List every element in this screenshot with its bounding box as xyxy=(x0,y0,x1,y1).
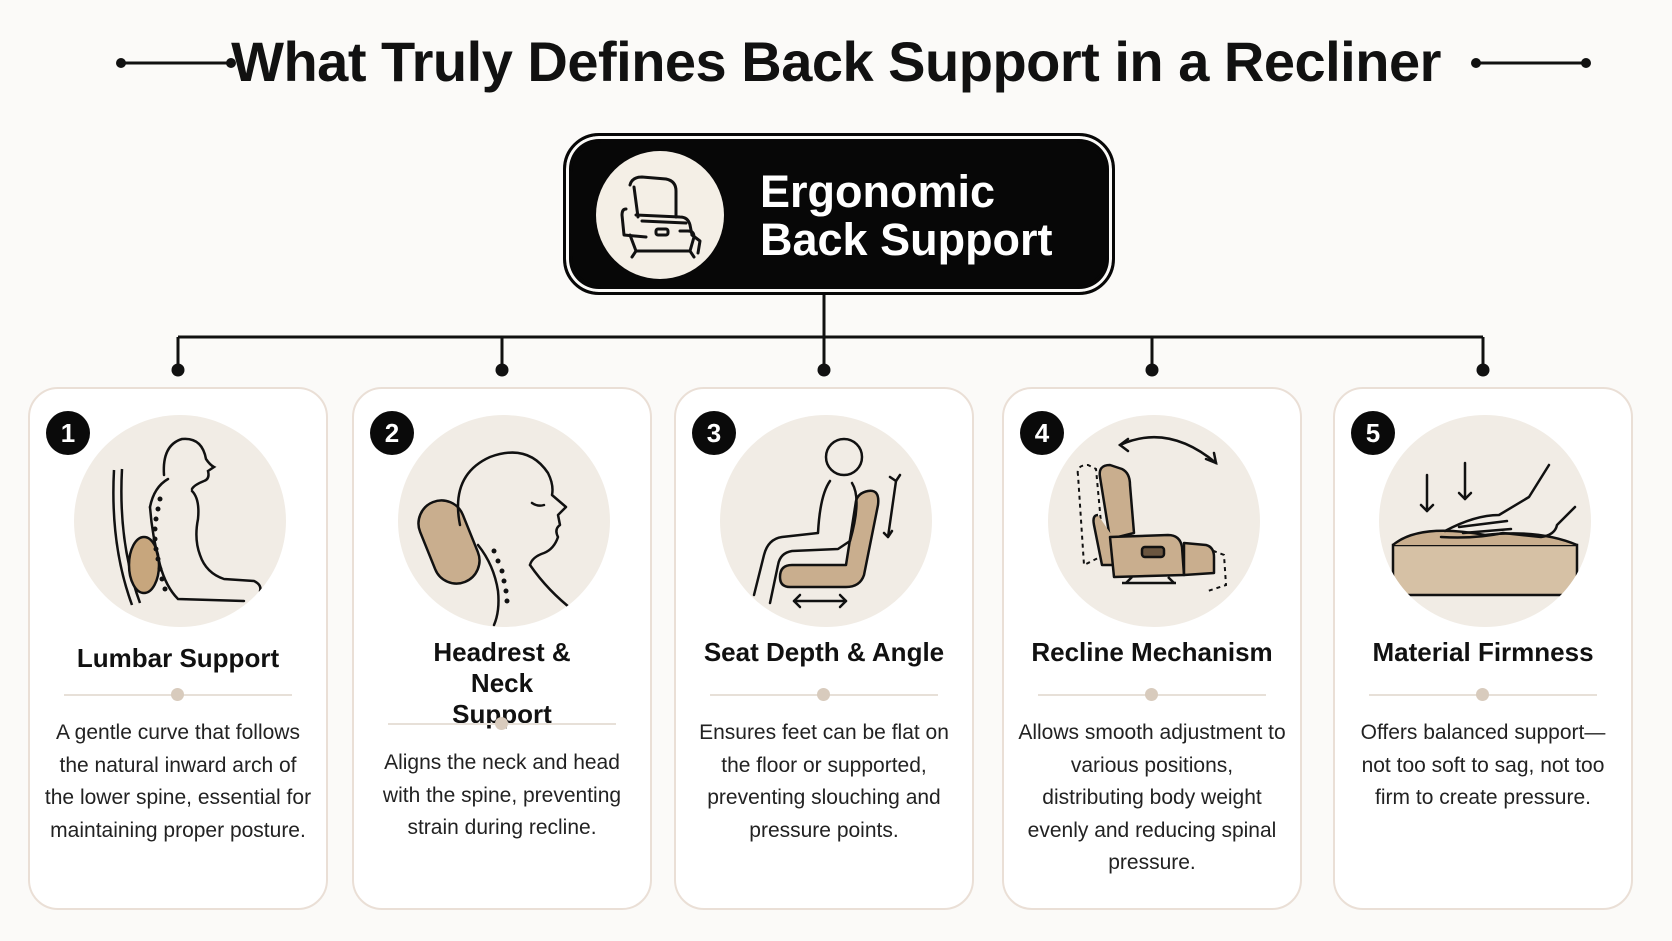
divider-dot xyxy=(495,717,508,730)
card-divider xyxy=(1369,688,1597,701)
title-ornament-right-icon xyxy=(1471,58,1591,68)
reclining-chair-icon xyxy=(1048,415,1260,627)
recliner-chair-icon xyxy=(596,151,724,279)
divider-dot xyxy=(817,688,830,701)
card-description: Offers balanced support—not too soft to … xyxy=(1360,721,1606,809)
hub-label: Ergonomic Back Support xyxy=(760,168,1090,264)
card-title: Seat Depth & Angle xyxy=(703,637,945,667)
card-title: Material Firmness xyxy=(1372,637,1594,667)
divider-dot xyxy=(171,688,184,701)
headrest-neck-icon xyxy=(398,415,610,627)
seated-person-icon xyxy=(720,415,932,627)
factor-card-recline: 4 Recline Mechanism Allows xyxy=(1002,387,1302,910)
card-title: Recline Mechanism xyxy=(1031,637,1273,667)
divider-dot xyxy=(1145,688,1158,701)
hub-node: Ergonomic Back Support xyxy=(563,133,1115,295)
step-badge: 1 xyxy=(46,411,90,455)
factor-card-seat: 3 Seat Depth & Angle Ensures feet can be… xyxy=(674,387,974,910)
lumbar-spine-icon xyxy=(74,415,286,627)
step-badge: 3 xyxy=(692,411,736,455)
card-description: A gentle curve that follows the natural … xyxy=(44,721,312,842)
hub-label-line2: Back Support xyxy=(760,214,1053,265)
hub-label-line1: Ergonomic xyxy=(760,166,996,217)
card-divider xyxy=(710,688,938,701)
factor-card-material: 5 Material Firmness Offers balanced supp… xyxy=(1333,387,1633,910)
page-title: What Truly Defines Back Support in a Rec… xyxy=(231,30,1441,93)
factor-card-lumbar: 1 Lumbar Support A gentle curve that fol… xyxy=(28,387,328,910)
title-row: What Truly Defines Back Support in a Rec… xyxy=(0,22,1672,102)
card-description: Allows smooth adjustment to various posi… xyxy=(1018,721,1286,874)
card-divider xyxy=(388,717,616,730)
divider-dot xyxy=(1476,688,1489,701)
step-badge: 4 xyxy=(1020,411,1064,455)
card-description: Ensures feet can be flat on the floor or… xyxy=(699,721,949,842)
card-description: Aligns the neck and head with the spine,… xyxy=(382,751,622,839)
title-ornament-left-icon xyxy=(116,58,236,68)
hub-inner-border xyxy=(570,140,1108,288)
card-divider xyxy=(1038,688,1266,701)
step-badge: 5 xyxy=(1351,411,1395,455)
card-divider xyxy=(64,688,292,701)
step-badge: 2 xyxy=(370,411,414,455)
factor-card-headrest: 2 Headrest & Neck Support Aligns the nec… xyxy=(352,387,652,910)
cushion-press-icon xyxy=(1379,415,1591,627)
card-title: Lumbar Support xyxy=(76,643,280,673)
